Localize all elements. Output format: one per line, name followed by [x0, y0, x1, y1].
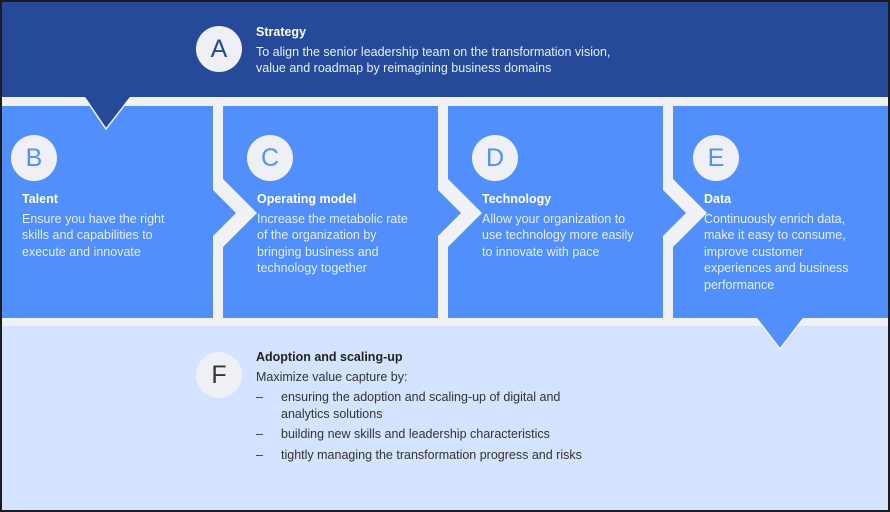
pillar-c-description-line: Increase the metabolic rate	[257, 211, 408, 226]
pillar-c-letter-badge: C	[247, 135, 293, 181]
pillar-d-title: Technology	[482, 192, 552, 206]
adoption-title: Adoption and scaling-up	[256, 350, 403, 364]
strategy-title: Strategy	[256, 25, 307, 39]
adoption-band-bg	[2, 326, 888, 510]
adoption-bullet-line: tightly managing the transformation prog…	[281, 447, 582, 462]
adoption-bullet-line: building new skills and leadership chara…	[281, 427, 550, 441]
pillar-e-description-line: make it easy to consume,	[704, 228, 846, 242]
pillar-c-description-line: bringing business and	[257, 244, 379, 259]
pillar-d-description-line: use technology more easily	[482, 228, 634, 242]
adoption-bullet-item: – tightly managing the transformation pr…	[256, 447, 676, 464]
strategy-description-line-1: To align the senior leadership team on t…	[256, 44, 611, 59]
pillar-box-b-shape	[2, 106, 236, 318]
pillar-e-text: Data Continuously enrich data, make it e…	[704, 191, 884, 293]
bullet-dash: –	[256, 390, 263, 404]
bullet-dash: –	[256, 427, 263, 441]
pillar-e-description-line: Continuously enrich data,	[704, 211, 846, 226]
adoption-letter: F	[211, 360, 227, 389]
pillar-c-description-line: technology together	[257, 261, 367, 275]
adoption-bullet-item: – building new skills and leadership cha…	[256, 426, 676, 443]
pillar-c-title: Operating model	[257, 192, 357, 206]
pillar-e-letter-badge: E	[693, 135, 739, 181]
pillar-d-letter: D	[485, 143, 505, 172]
adoption-bullet-item: – ensuring the adoption and scaling-up o…	[256, 389, 676, 422]
pillar-e-description-line: performance	[704, 277, 775, 292]
pillar-b-letter: B	[25, 143, 43, 172]
adoption-bullet-line: analytics solutions	[281, 406, 383, 421]
adoption-letter-badge: F	[196, 352, 242, 398]
adoption-bullet-line: ensuring the adoption and scaling-up of …	[281, 390, 561, 404]
bullet-dash: –	[256, 447, 263, 462]
pillar-e-description-line: improve customer	[704, 244, 804, 259]
pillar-c-description-line: of the organization by	[257, 228, 377, 242]
pillar-d-description-line: Allow your organization to	[482, 211, 626, 226]
adoption-text: Adoption and scaling-up Maximize value c…	[256, 349, 676, 467]
pillar-b-description-line: execute and innovate	[22, 244, 141, 259]
strategy-description-line-2: value and roadmap by reimagining busines…	[256, 61, 552, 75]
pillar-c-letter: C	[260, 143, 280, 172]
pillar-d-letter-badge: D	[472, 135, 518, 181]
adoption-intro: Maximize value capture by:	[256, 369, 408, 384]
pillar-b-description-line: skills and capabilities to	[22, 228, 153, 242]
pillar-e-description-line: experiences and business	[704, 261, 849, 275]
pillar-c-text: Operating model Increase the metabolic r…	[257, 191, 437, 277]
strategy-text: Strategy To align the senior leadership …	[256, 24, 696, 77]
pillar-b-text: Talent Ensure you have the right skills …	[22, 191, 202, 260]
pillar-e-title: Data	[704, 192, 732, 206]
pillar-d-text: Technology Allow your organization to us…	[482, 191, 662, 260]
pillar-e-letter: E	[707, 143, 725, 172]
pillar-b-letter-badge: B	[11, 135, 57, 181]
strategy-letter: A	[210, 34, 228, 63]
adoption-bullet-list: – ensuring the adoption and scaling-up o…	[256, 389, 676, 463]
pillar-b-description-line: Ensure you have the right	[22, 211, 165, 226]
pillar-d-description-line: to innovate with pace	[482, 244, 600, 259]
pillar-b-title: Talent	[22, 192, 58, 206]
strategy-letter-badge: A	[196, 26, 242, 72]
